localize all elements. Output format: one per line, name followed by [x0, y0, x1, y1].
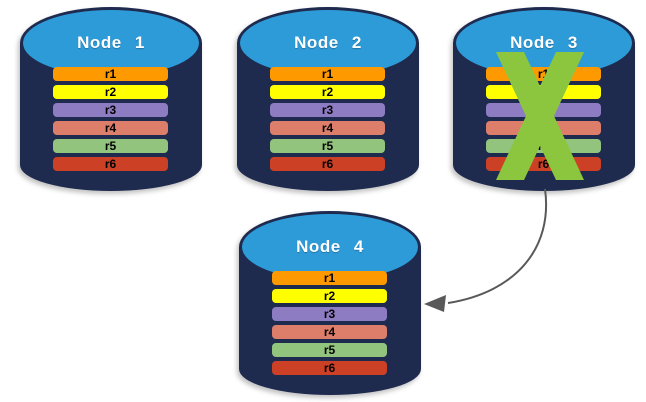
record-bar: r4	[270, 121, 385, 135]
record-bar: r4	[53, 121, 168, 135]
node-4: Node 4 r1 r2 r3 r4 r5 r6	[239, 211, 421, 395]
record-bar: r2	[270, 85, 385, 99]
node-1-title: Node 1	[77, 33, 145, 52]
record-bar: r2	[272, 289, 387, 303]
node-2-cylinder-top: Node 2	[240, 10, 416, 76]
failover-arrowhead-icon	[424, 295, 446, 312]
record-bar: r4	[272, 325, 387, 339]
record-bar: r5	[270, 139, 385, 153]
record-bar: r5	[53, 139, 168, 153]
record-bar: r1	[53, 67, 168, 81]
node-1-record-list: r1 r2 r3 r4 r5 r6	[53, 67, 168, 171]
record-bar: r2	[53, 85, 168, 99]
node-4-title: Node 4	[296, 237, 364, 256]
node-3: Node 3 r1 r2 r3 r4 r5 r6	[453, 7, 635, 191]
record-bar: r1	[270, 67, 385, 81]
node-4-cylinder-top: Node 4	[242, 214, 418, 280]
failover-arrow-line	[447, 188, 548, 304]
x-cross-icon	[496, 52, 584, 180]
record-bar: r3	[53, 103, 168, 117]
node-3-cylinder-top: Node 3	[456, 10, 632, 76]
node-3-title: Node 3	[510, 33, 578, 52]
node-2-title: Node 2	[294, 33, 362, 52]
node-1: Node 1 r1 r2 r3 r4 r5 r6	[20, 7, 202, 191]
record-bar: r3	[270, 103, 385, 117]
node-1-cylinder-top: Node 1	[23, 10, 199, 76]
record-bar: r6	[272, 361, 387, 375]
record-bar: r1	[272, 271, 387, 285]
record-bar: r3	[272, 307, 387, 321]
record-bar: r6	[53, 157, 168, 171]
record-bar: r5	[272, 343, 387, 357]
node-4-record-list: r1 r2 r3 r4 r5 r6	[272, 271, 387, 375]
node-2-record-list: r1 r2 r3 r4 r5 r6	[270, 67, 385, 171]
node-2: Node 2 r1 r2 r3 r4 r5 r6	[237, 7, 419, 191]
record-bar: r6	[270, 157, 385, 171]
